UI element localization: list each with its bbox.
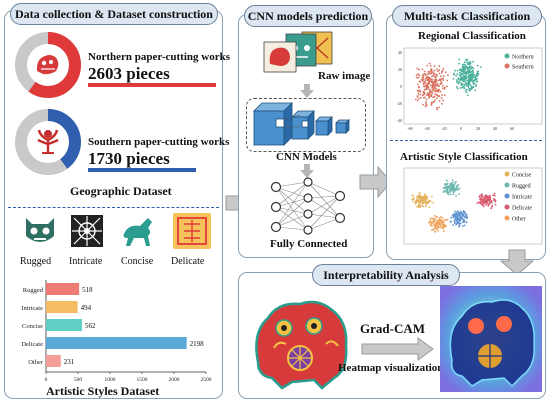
bar-category-label: Rugged (23, 287, 44, 294)
x-tick-label: 2000 (169, 377, 180, 383)
regional-x-tick-label: 20 (476, 126, 480, 131)
gradcam-label: Grad-CAM (360, 321, 425, 336)
style-label-concise: Concise (121, 256, 154, 267)
style-legend-label: Concise (512, 173, 532, 179)
cnn-models-box (246, 98, 366, 152)
regional-y-tick-label: 20 (398, 67, 402, 72)
style-legend-marker (504, 171, 510, 177)
geographic-dataset-caption: Geographic Dataset (70, 184, 172, 198)
regional-x-tick-label: -60 (407, 126, 412, 131)
down-arrow-2 (299, 164, 315, 178)
x-tick-label: 1500 (137, 377, 148, 383)
style-legend-label: Intricate (512, 195, 532, 201)
bar-rugged (46, 283, 80, 295)
cnn-layers-icon (252, 101, 362, 147)
bar-value-label: 231 (64, 358, 75, 366)
regional-x-tick-label: 0 (460, 126, 462, 131)
fully-connected-label: Fully Connected (270, 238, 348, 250)
style-legend-marker (504, 193, 510, 199)
x-tick-label: 500 (74, 377, 83, 383)
northern-donut-chart (14, 31, 82, 99)
x-tick-label: 0 (45, 377, 48, 383)
regional-y-tick-label: -40 (397, 118, 402, 123)
down-arrow-1 (299, 84, 315, 98)
southern-count: 1730 pieces (88, 149, 170, 168)
bar-category-label: Concise (22, 323, 43, 330)
bar-category-label: Other (28, 359, 44, 366)
style-label-rugged: Rugged (20, 256, 52, 267)
style-label-intricate: Intricate (69, 256, 103, 267)
paper-cut-original-image (248, 292, 356, 390)
arrow-to-interpretability (499, 249, 535, 276)
southern-label: Southern paper-cutting works (88, 136, 230, 148)
interpretability-header: Interpretability Analysis (312, 264, 460, 286)
style-legend-marker (504, 182, 510, 188)
regional-y-tick-label: 40 (398, 50, 402, 55)
style-legend-label: Rugged (512, 184, 531, 190)
multitask-panel (386, 14, 546, 260)
style-legend-marker (504, 204, 510, 210)
x-tick-label: 2500 (201, 377, 212, 383)
northern-label: Northern paper-cutting works (88, 51, 230, 63)
regional-legend-label: Southern (512, 65, 534, 71)
regional-legend-marker (504, 53, 510, 59)
style-points (411, 179, 497, 233)
regional-points (414, 58, 482, 111)
arrow-to-multitask (359, 165, 392, 199)
multitask-header: Multi-task Classification (392, 5, 542, 27)
style-label-delicate: Delicate (171, 256, 205, 267)
rugged-thumbnail (20, 214, 60, 248)
bar-delicate (46, 337, 187, 349)
regional-x-tick-label: 40 (493, 126, 497, 131)
heatmap-visualization-label: Heatmap visualization (338, 362, 444, 374)
intricate-thumbnail (70, 214, 104, 248)
bar-value-label: 2198 (190, 340, 205, 348)
regional-y-tick-label: 0 (400, 84, 402, 89)
northern-underline (88, 83, 216, 87)
gradcam-arrow (361, 337, 434, 361)
raw-image-label: Raw image (318, 70, 371, 82)
southern-donut-chart (14, 108, 82, 176)
raw-image-stack (262, 30, 336, 74)
regional-x-tick-label: -40 (424, 126, 429, 131)
bar-category-label: Intricate (21, 305, 43, 312)
regional-title: Regional Classification (418, 30, 526, 42)
regional-plot-frame (403, 47, 543, 125)
heatmap-image (440, 286, 542, 392)
style-classification-title: Artistic Style Classification (400, 151, 528, 163)
style-legend-label: Other (512, 217, 526, 223)
multitask-divider (390, 140, 542, 141)
bar-category-label: Delicate (21, 341, 43, 348)
bar-value-label: 562 (85, 322, 96, 330)
style-legend-label: Delicate (512, 206, 532, 212)
delicate-thumbnail (172, 212, 212, 250)
regional-legend-label: Northern (512, 55, 534, 61)
left-divider (8, 207, 219, 208)
fully-connected-network-icon (268, 177, 348, 236)
artistic-styles-caption: Artistic Styles Dataset (46, 384, 160, 398)
style-legend-marker (504, 215, 510, 221)
bar-other (46, 355, 61, 367)
concise-thumbnail (118, 214, 160, 248)
style-plot-frame (403, 167, 543, 245)
northern-count: 2603 pieces (88, 64, 170, 83)
regional-x-tick-label: -20 (441, 126, 446, 131)
regional-x-tick-label: 60 (510, 126, 514, 131)
bar-value-label: 518 (82, 286, 93, 294)
regional-legend-marker (504, 63, 510, 69)
cnn-header: CNN models prediction (244, 5, 372, 27)
bar-intricate (46, 301, 78, 313)
regional-y-tick-label: -20 (397, 101, 402, 106)
cnn-models-label: CNN Models (276, 151, 337, 163)
x-tick-label: 1000 (105, 377, 116, 383)
bar-value-label: 494 (81, 304, 92, 312)
data-collection-header: Data collection & Dataset construction (10, 3, 218, 25)
bar-concise (46, 319, 82, 331)
southern-underline (88, 168, 196, 172)
